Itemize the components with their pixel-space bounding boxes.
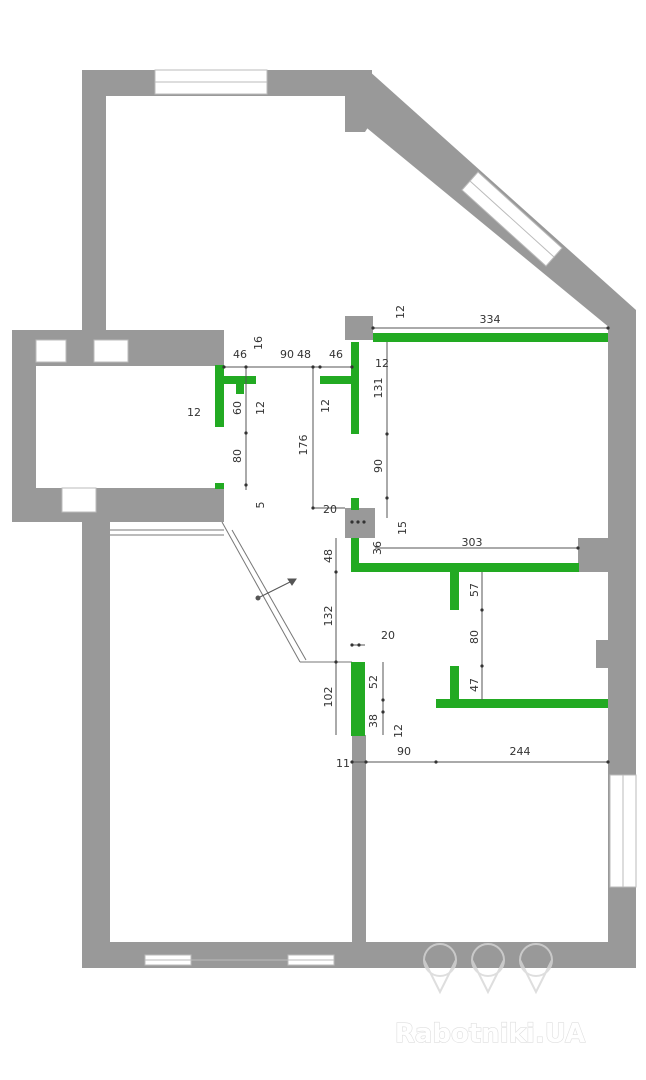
dim-38: 38 [367, 714, 380, 728]
windows [35, 69, 637, 966]
dim-46-left: 46 [233, 348, 247, 361]
new-walls [215, 333, 608, 736]
column-middle [345, 508, 375, 538]
dim-12-t-stub: 12 [254, 401, 267, 415]
wall-left-lower [82, 488, 110, 968]
dim-102: 102 [322, 687, 335, 708]
dimension-labels: 334 12 12 46 16 90 48 46 12 60 12 12 131… [187, 305, 531, 770]
watermark: Rabotniki.UA [394, 943, 586, 1050]
dim-36: 36 [371, 541, 384, 555]
wall-notch-upper [578, 538, 610, 572]
dim-47: 47 [468, 678, 481, 692]
outline-lines [110, 521, 352, 663]
dim-132: 132 [322, 606, 335, 627]
dim-334: 334 [480, 313, 501, 326]
wall-notch-lower [596, 640, 610, 668]
new-wall-left-small [215, 483, 224, 489]
new-wall-left-t [224, 376, 256, 384]
watermark-logo [423, 943, 553, 995]
wall-annex-bottom [12, 488, 224, 522]
dim-80-right: 80 [468, 630, 481, 644]
new-wall-middle-horizontal [351, 563, 579, 572]
annex-window-3 [61, 487, 97, 513]
dim-46-right: 46 [329, 348, 343, 361]
new-wall-middle-vertical [351, 538, 359, 568]
dim-12-bottom: 12 [392, 724, 405, 738]
annex-window-2 [93, 339, 129, 363]
wall-protrusion-top [345, 96, 378, 132]
annex-window-1 [35, 339, 67, 363]
dimension-ticks [222, 326, 610, 764]
dim-90-top: 90 [280, 348, 294, 361]
dim-12-right-partition: 12 [375, 357, 389, 370]
new-wall-t-stem-lower [450, 666, 459, 700]
dim-20-mid: 20 [381, 629, 395, 642]
dim-131: 131 [372, 378, 385, 399]
new-wall-left-stub [215, 365, 224, 427]
dim-90-bottom: 90 [397, 745, 411, 758]
dim-12-mid-t: 12 [319, 399, 332, 413]
dim-303: 303 [462, 536, 483, 549]
wall-left-upper [82, 70, 106, 332]
new-wall-center-lower [351, 662, 365, 736]
new-wall-mid-t-bar [320, 376, 358, 384]
door-arrow [255, 578, 297, 601]
dim-11: 11 [336, 757, 350, 770]
dim-52: 52 [367, 675, 380, 689]
new-wall-left-t-stub [236, 384, 244, 394]
new-wall-top-right [373, 333, 608, 342]
dim-90-right: 90 [372, 459, 385, 473]
dim-16: 16 [252, 336, 265, 350]
dim-5: 5 [254, 502, 267, 509]
dim-176: 176 [297, 435, 310, 456]
dim-80-left: 80 [231, 449, 244, 463]
dim-244: 244 [510, 745, 531, 758]
watermark-text: Rabotniki.UA [395, 1019, 585, 1049]
dim-12-top-right: 12 [394, 305, 407, 319]
dim-48-top: 48 [297, 348, 311, 361]
new-wall-t-stem-upper [450, 572, 459, 610]
wall-center-lower [352, 735, 366, 968]
new-wall-lower-horizontal [436, 699, 608, 708]
dim-15: 15 [396, 521, 409, 535]
dim-60: 60 [231, 401, 244, 415]
dim-12-left-wall: 12 [187, 406, 201, 419]
dim-48-mid: 48 [322, 549, 335, 563]
column-top [345, 316, 373, 340]
dim-57: 57 [468, 583, 481, 597]
dimension-lines [224, 327, 608, 763]
new-wall-column-stub [351, 498, 359, 510]
new-wall-mid-t-stem [351, 342, 359, 434]
dim-20-top: 20 [323, 503, 337, 516]
existing-walls [12, 70, 636, 968]
